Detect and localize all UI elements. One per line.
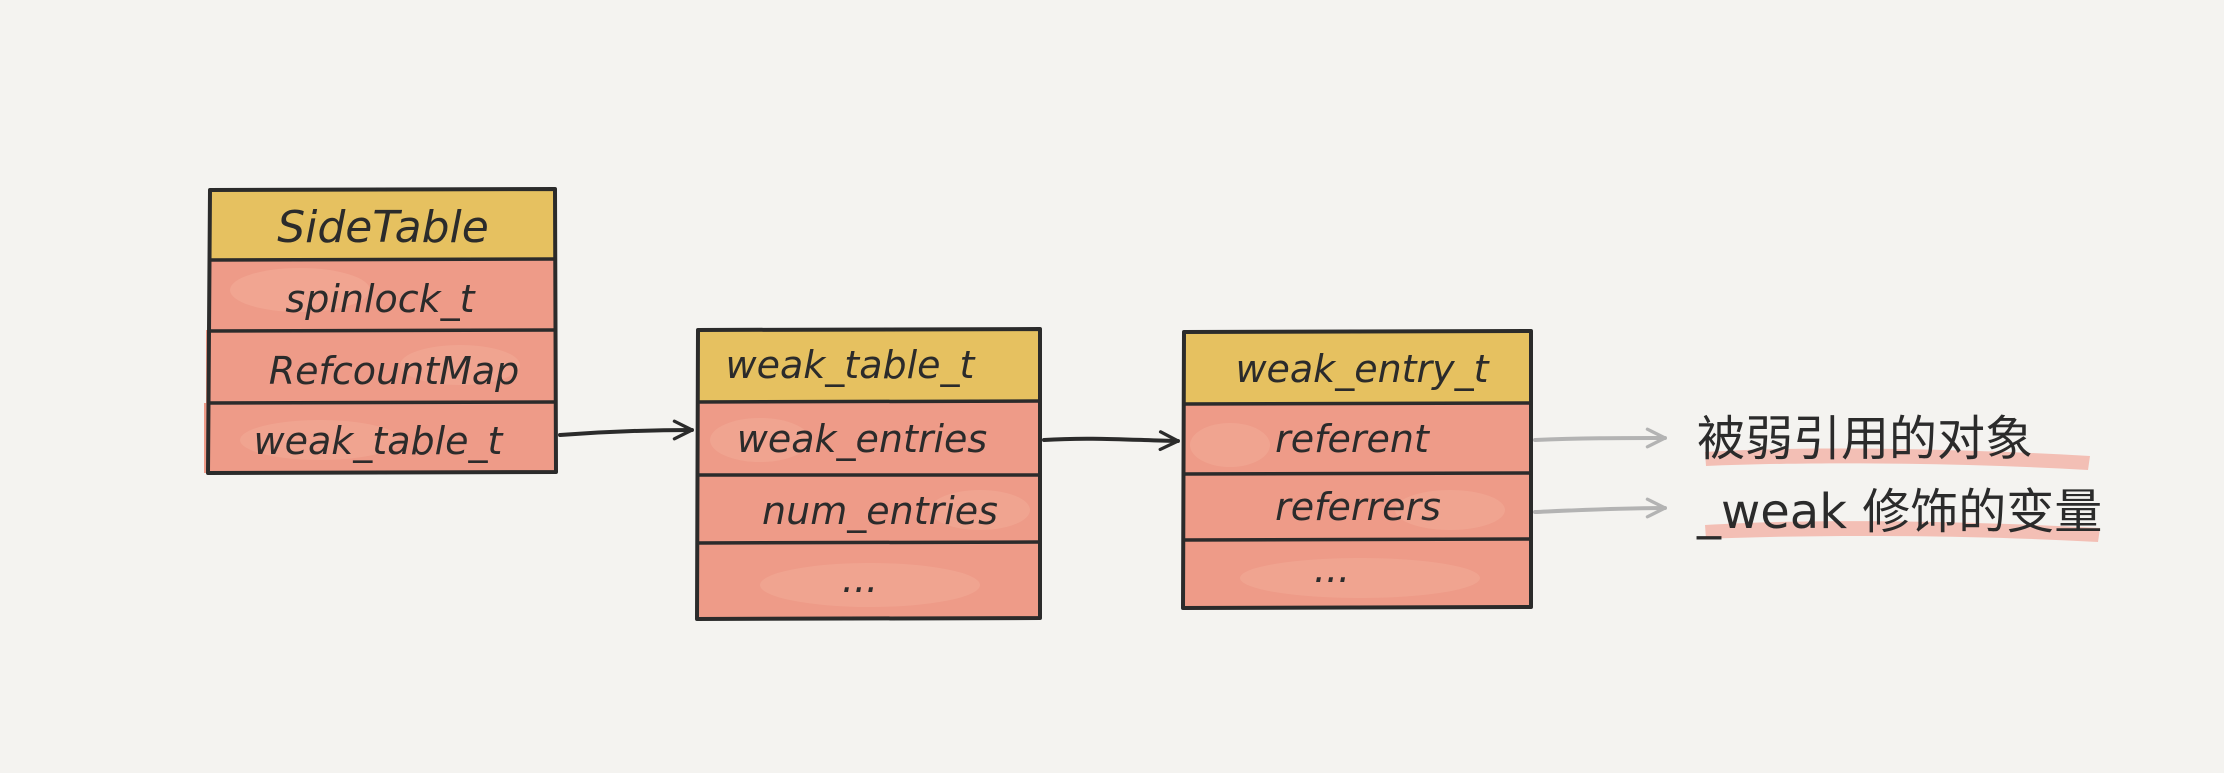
sidetable-header-bg <box>210 190 555 260</box>
weak-entry-blotch-1 <box>1190 423 1270 467</box>
weak-table-divider-3 <box>696 540 1041 545</box>
referent-annotation: 被弱引用的对象 <box>1697 411 2090 470</box>
sidetable-blotch-2 <box>400 345 520 385</box>
referrers-note-highlight <box>1705 521 2100 542</box>
weak-entry-header-bg <box>1183 332 1531 404</box>
weak-table-row-2-label: num_entries <box>762 489 998 533</box>
weak-entry-title: weak_entry_t <box>1235 347 1490 391</box>
sidetable-title: SideTable <box>277 202 489 253</box>
weak-entry-divider-2 <box>1182 471 1532 476</box>
sidetable-blotch-3 <box>240 420 400 460</box>
weak-table-row-1-label: weak_entries <box>737 417 987 461</box>
weak-entry-row-2-label: referrers <box>1275 485 1441 529</box>
weak-entry-row-1-label: referent <box>1275 417 1431 461</box>
sidetable-row-1-label: spinlock_t <box>285 277 476 321</box>
referent-note-highlight <box>1705 448 2090 470</box>
weak-entry-outline <box>1181 329 1533 610</box>
sidetable-row-3-label: weak_table_t <box>254 419 505 463</box>
sidetable-divider-2 <box>207 328 557 333</box>
sidetable-row-2-label: RefcountMap <box>269 349 520 393</box>
weak-entry-table: weak_entry_t referent referrers ... <box>1181 329 1533 610</box>
weak-table-row-3-label: ... <box>842 557 878 601</box>
weak-table-blotch-2 <box>930 490 1030 530</box>
sidetable-table: SideTable spinlock_t RefcountMap weak_ta… <box>204 187 558 475</box>
arrow-note-to-referrers <box>1533 497 1667 519</box>
arrow-note-to-referent <box>1533 427 1667 449</box>
sidetable-outline <box>206 187 558 475</box>
arrow-sidetable-to-weak-table <box>558 419 694 441</box>
weak-entry-blotch-2 <box>1395 490 1505 530</box>
weak-table-blotch-1 <box>710 418 810 462</box>
referrers-note: _weak 修饰的变量 <box>1696 484 2102 540</box>
sidetable-divider-3 <box>207 400 557 405</box>
arrow-weak-table-to-weak-entry <box>1042 430 1180 452</box>
weak-entry-divider-3 <box>1182 537 1532 542</box>
sidetable-divider-1 <box>208 257 557 262</box>
weak-entry-blotch-3 <box>1240 558 1480 598</box>
weak-entry-divider-1 <box>1182 401 1532 406</box>
weak-table-header-bg <box>697 330 1039 402</box>
weak-table-outline <box>695 327 1042 621</box>
weak-entry-row-3-label: ... <box>1314 547 1350 591</box>
weak-table-title: weak_table_t <box>726 343 977 387</box>
weak-table-table: weak_table_t weak_entries num_entries ..… <box>695 327 1042 621</box>
referent-note: 被弱引用的对象 <box>1697 411 2033 467</box>
referrers-annotation: _weak 修饰的变量 <box>1696 484 2102 542</box>
sidetable-blotch-1 <box>230 268 370 312</box>
weak-table-blotch-3 <box>760 563 980 607</box>
weak-table-divider-1 <box>696 399 1041 404</box>
